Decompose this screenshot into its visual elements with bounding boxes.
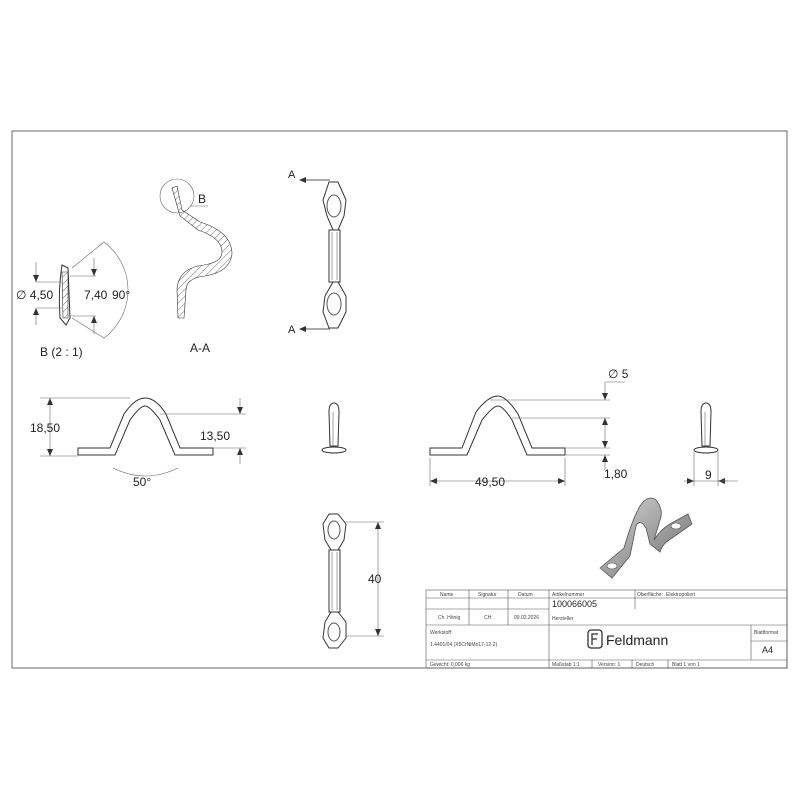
- section-marker-top: A: [288, 169, 296, 181]
- tb-value-surface: Elektropoliert: [666, 592, 696, 598]
- tb-weight: Gewicht: 0,006 kg: [430, 662, 470, 668]
- tb-version: Version: 1: [598, 662, 620, 668]
- tb-value-name: Ch. Hönig: [438, 615, 460, 621]
- tb-header-manufacturer: Hersteller: [552, 616, 574, 622]
- title-block: Name Signatur Datum Artikelnummer Oberfl…: [425, 589, 788, 669]
- side-right-width: 9: [705, 468, 712, 482]
- bottom-view: 40: [322, 513, 384, 649]
- tb-scale: Maßstab 1:1: [552, 662, 580, 668]
- front-right-thickness: 1,80: [604, 467, 628, 481]
- section-view-label: A-A: [190, 341, 210, 355]
- detail-angle-label: 90°: [112, 288, 130, 302]
- tb-value-material: 1.4401/04 (X5CrNiMo17-12-2): [430, 642, 498, 648]
- tb-language: Deutsch: [636, 662, 655, 668]
- detail-depth-label: 7,40: [84, 288, 108, 302]
- tb-header-material: Werkstoff:: [430, 630, 452, 636]
- detail-marker-b: B: [198, 192, 206, 206]
- front-view-left: 18,50 13,50 50°: [30, 397, 246, 489]
- tb-header-date: Datum: [518, 592, 533, 598]
- detail-view-label: B (2 : 1): [40, 345, 83, 359]
- bottom-length: 40: [368, 572, 382, 586]
- front-right-diameter: ∅ 5: [608, 367, 629, 381]
- tb-header-format: Blattformat: [754, 630, 779, 636]
- top-view: A A: [288, 169, 347, 336]
- tb-header-article: Artikelnummer: [552, 592, 585, 598]
- side-view-middle: [321, 402, 347, 454]
- isometric-view: [599, 497, 693, 579]
- section-marker-bottom: A: [288, 324, 296, 336]
- tb-sheet: Blatt 1 von 1: [672, 662, 700, 668]
- drawing-frame: [11, 130, 788, 669]
- tb-header-name: Name: [440, 592, 454, 598]
- tb-header-signature: Signatur: [478, 592, 497, 598]
- detail-diameter-label: ∅ 4,50: [16, 288, 53, 302]
- tb-value-signature: CH: [484, 615, 492, 621]
- front-view-right: ∅ 5 1,80 49,50: [429, 367, 629, 489]
- tb-header-surface: Oberfläche:: [637, 592, 663, 598]
- tb-value-format: A4: [762, 645, 773, 655]
- front-height-right: 13,50: [200, 429, 230, 443]
- front-right-length: 49,50: [475, 475, 505, 489]
- side-view-right: 9: [684, 402, 738, 486]
- front-angle-label: 50°: [133, 475, 151, 489]
- detail-view-b: ∅ 4,50 7,40 90° B (2 : 1): [16, 241, 130, 359]
- tb-brand: Feldmann: [606, 632, 668, 648]
- feldmann-logo: [587, 629, 603, 649]
- tb-value-date: 09.02.2026: [514, 615, 539, 621]
- section-view-aa: B A-A: [159, 178, 233, 355]
- front-height-left: 18,50: [30, 421, 60, 435]
- tb-value-article: 100066005: [552, 599, 597, 609]
